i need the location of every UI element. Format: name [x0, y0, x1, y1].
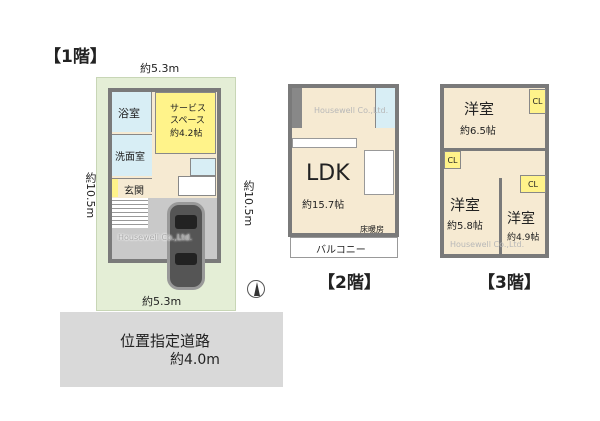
room2-size: 約5.8帖 [447, 221, 483, 232]
watermark: Housewell Co.,Ltd. [450, 240, 525, 249]
room3-size: 約4.9帖 [507, 233, 540, 243]
watermark: Housewell Co.,Ltd. [314, 106, 389, 115]
garage-tiles [112, 198, 148, 228]
room-bath: 浴室 [112, 92, 152, 132]
floor1-depth-left: 約10.5m [84, 172, 97, 219]
toilet [190, 158, 216, 176]
wall [499, 178, 502, 258]
toilet [375, 88, 395, 128]
entrance-shoe-cabinet [112, 179, 118, 197]
room1-label: 洋室 [464, 100, 495, 118]
floor2-building: Housewell Co.,Ltd. LDK 約15.7帖 床暖房 [288, 84, 399, 237]
closet: CL [520, 175, 546, 193]
north-arrow-icon [247, 280, 265, 298]
closet: CL [444, 151, 461, 169]
bath-label: 浴室 [118, 107, 140, 120]
watermark: Housewell Co.,Ltd. [118, 233, 193, 242]
service-label-2: スペース [170, 116, 205, 126]
floor1-depth-right: 約10.5m [242, 180, 255, 227]
washroom-label: 洗面室 [115, 152, 145, 163]
floor2-title: 【2階】 [318, 273, 381, 293]
stairs [178, 176, 216, 196]
room1-size: 約6.5帖 [460, 126, 496, 137]
floor1-width-bottom: 約5.3m [142, 295, 182, 308]
room-service-space: サービス スペース 約4.2帖 [155, 92, 216, 154]
room2-label: 洋室 [450, 196, 481, 214]
kitchen-appliance [292, 88, 302, 128]
car-icon [167, 202, 205, 290]
room-entrance: 玄関 [112, 178, 152, 197]
floor3-title: 【3階】 [478, 273, 541, 293]
room3-label: 洋室 [507, 211, 535, 227]
room-washroom: 洗面室 [112, 134, 152, 176]
road-name: 位置指定道路 [120, 332, 211, 350]
service-label-1: サービス [170, 104, 207, 114]
stairs [364, 150, 394, 195]
floor-heating-label: 床暖房 [360, 225, 384, 234]
floor1-title: 【1階】 [44, 47, 107, 67]
road: 位置指定道路 約4.0m [60, 312, 283, 387]
floor1-width-top: 約5.3m [140, 62, 180, 75]
entrance-label: 玄関 [124, 186, 144, 197]
ldk-size: 約15.7帖 [302, 200, 345, 211]
road-width: 約4.0m [170, 352, 220, 368]
closet: CL [529, 89, 546, 114]
balcony-label: バルコニー [316, 245, 366, 256]
ldk-label: LDK [306, 161, 350, 186]
floor3-building: 洋室 約6.5帖 洋室 約5.8帖 洋室 約4.9帖 Housewell Co.… [440, 84, 549, 258]
kitchen-counter [292, 138, 357, 148]
service-size: 約4.2帖 [170, 129, 203, 139]
wall [444, 148, 545, 151]
balcony: バルコニー [290, 237, 398, 258]
